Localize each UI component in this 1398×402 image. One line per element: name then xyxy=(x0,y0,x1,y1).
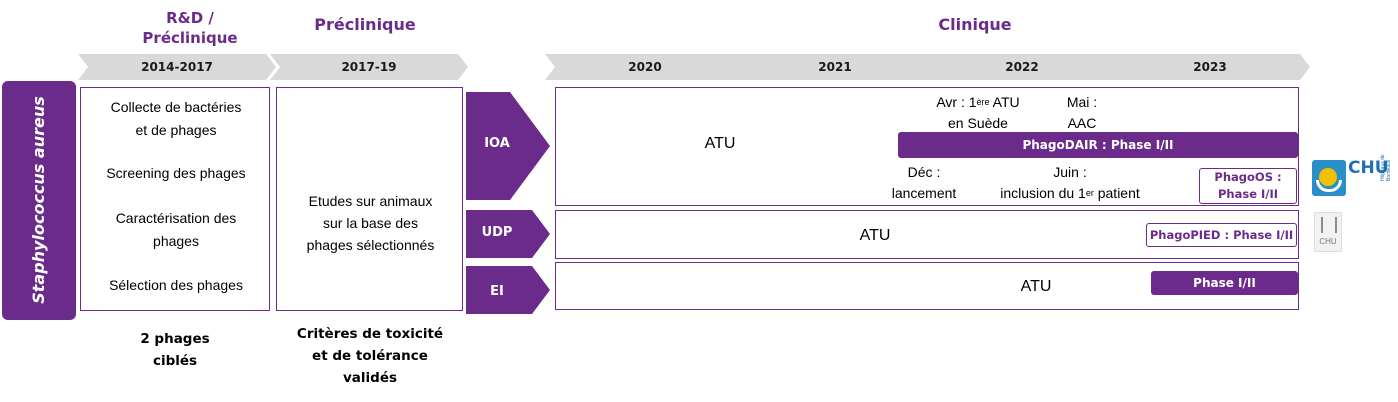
trial-phagodair: PhagoDAIR : Phase I/II xyxy=(898,132,1298,158)
note-juin-line1: Juin : xyxy=(1053,164,1087,180)
note-avr: Avr : 1ère ATU en Suède xyxy=(918,92,1038,134)
indication-label: UDP xyxy=(481,225,513,240)
timeline-label: 2023 xyxy=(1193,60,1227,74)
phase-title-rd-line1: R&D / xyxy=(166,9,214,27)
timeline-label: 2022 xyxy=(1005,60,1039,74)
preclin-box: Etudes sur animaux sur la base des phage… xyxy=(276,87,463,311)
rd-item: et de phages xyxy=(135,122,217,138)
rd-result: 2 phages ciblés xyxy=(105,328,245,372)
trial-phagopied: PhagoPIED : Phase I/II xyxy=(1146,223,1297,247)
trial-phagoos-line1: PhagoOS : xyxy=(1214,170,1282,184)
rd-item: phages xyxy=(153,233,199,249)
timeline-label: 2014-2017 xyxy=(141,60,213,74)
note-mai-line1: Mai : xyxy=(1066,94,1098,110)
chu-logo-2-text: CHU xyxy=(1319,237,1337,246)
note-mai: Mai : AAC xyxy=(1047,92,1117,134)
rd-item: Sélection des phages xyxy=(109,277,243,293)
preclin-result: Critères de toxicité et de tolérance val… xyxy=(280,323,460,389)
preclin-result-line: validés xyxy=(342,370,398,386)
organism-label: Staphylococcus aureus xyxy=(29,96,48,304)
rd-item: Collecte de bactéries xyxy=(110,99,242,115)
preclin-line: Etudes sur animaux xyxy=(308,193,433,209)
ei-atu: ATU xyxy=(1020,278,1052,295)
phase-title-rd-line2: Préclinique xyxy=(142,29,238,47)
chu-bordeaux-text: CHU xyxy=(1348,158,1389,178)
ioa-atu: ATU xyxy=(704,135,736,152)
timeline-label: 2021 xyxy=(818,60,852,74)
note-mai-line2: AAC xyxy=(1067,115,1097,131)
rd-item: Screening des phages xyxy=(106,165,246,181)
phase-title-clinique: Clinique xyxy=(938,15,1012,34)
chu-logo-2-h-icon xyxy=(1321,217,1337,233)
indication-arrow-ei: EI xyxy=(466,266,550,314)
timeline-chevron-2022: 2022 xyxy=(922,54,1122,80)
note-juin: Juin : inclusion du 1er patient xyxy=(975,162,1165,204)
indication-arrow-udp: UDP xyxy=(466,210,550,258)
note-avr-sup: ère xyxy=(976,97,990,107)
preclin-result-line: et de tolérance xyxy=(312,348,428,364)
chu-bordeaux-logo: CHU Hôpitaux de Bordeaux xyxy=(1312,154,1396,200)
timeline-chevron-2014: 2014-2017 xyxy=(78,54,276,80)
chu-bordeaux-emblem-icon xyxy=(1312,160,1346,196)
organism-label-box: Staphylococcus aureus xyxy=(2,81,76,320)
note-juin-text-b: patient xyxy=(1093,185,1140,201)
timeline-chevron-2020: 2020 xyxy=(545,54,745,80)
note-avr-text: Avr : 1 xyxy=(936,94,977,110)
chu-logo-2: CHU xyxy=(1314,212,1342,252)
indication-arrow-ioa: IOA xyxy=(466,92,550,200)
trial-phagoos: PhagoOS : Phase I/II xyxy=(1199,168,1297,204)
chu-bordeaux-subtext: Hôpitaux de Bordeaux xyxy=(1380,154,1392,181)
note-juin-text: inclusion du 1 xyxy=(1000,185,1086,201)
note-dec: Déc : lancement xyxy=(882,162,966,204)
note-avr-line2: en Suède xyxy=(948,115,1008,131)
phase-title-preclinique: Préclinique xyxy=(314,15,416,34)
timeline-chevron-2017: 2017-19 xyxy=(270,54,468,80)
phase-title-rd: R&D / Préclinique xyxy=(120,8,260,48)
timeline-chevron-2021: 2021 xyxy=(735,54,935,80)
trial-ei: Phase I/II xyxy=(1151,271,1298,295)
note-dec-line1: Déc : xyxy=(907,164,941,180)
rd-result-line: 2 phages xyxy=(140,331,210,347)
trial-phagoos-line2: Phase I/II xyxy=(1217,187,1279,201)
preclin-line: phages sélectionnés xyxy=(306,237,435,253)
udp-atu: ATU xyxy=(859,227,891,244)
rd-item: Caractérisation des xyxy=(115,210,237,226)
timeline-chevron-2023: 2023 xyxy=(1110,54,1310,80)
indication-label: EI xyxy=(490,284,504,299)
timeline-label: 2020 xyxy=(628,60,662,74)
note-juin-sup: er xyxy=(1085,188,1094,198)
preclin-result-line: Critères de toxicité xyxy=(296,326,444,342)
preclin-line: sur la base des xyxy=(323,215,418,231)
timeline-label: 2017-19 xyxy=(341,60,397,74)
indication-label: IOA xyxy=(484,136,510,151)
note-dec-line2: lancement xyxy=(891,185,957,201)
rd-result-line: ciblés xyxy=(152,353,198,369)
rd-box: Collecte de bactéries et de phages Scree… xyxy=(80,87,270,311)
note-avr-text-b: ATU xyxy=(989,94,1020,110)
